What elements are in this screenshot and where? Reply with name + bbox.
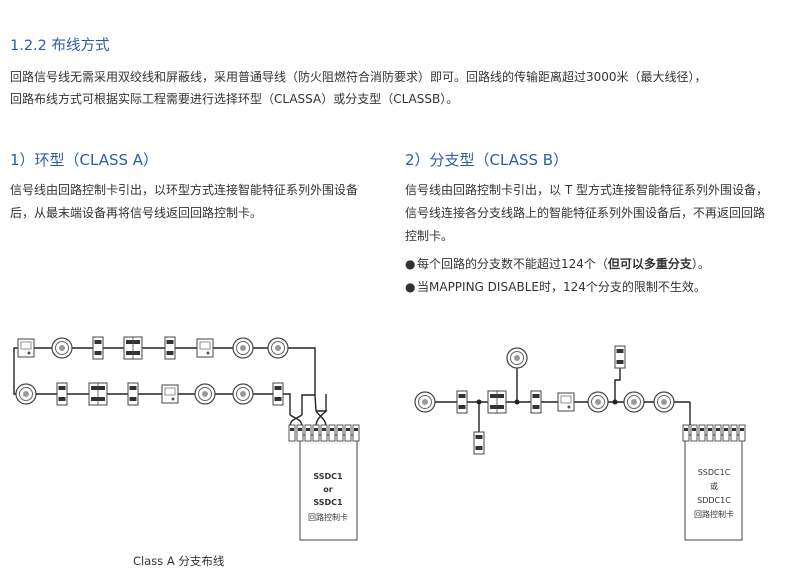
class-a-caption: Class A 分支布线: [133, 554, 225, 568]
junction-dot: [612, 399, 618, 405]
bullet-text-pre: 每个回路的分支数不能超过124个（: [417, 257, 608, 271]
terminal-icon: [738, 424, 746, 442]
loop-top-wire: [13, 347, 316, 415]
smoke-detector-icon: [194, 383, 216, 405]
bullet-dot-icon: ●: [405, 280, 416, 294]
class-b-description: 信号线由回路控制卡引出，以 T 型方式连接智能特征系列外围设备，信号线连接各分支…: [405, 183, 768, 243]
bullet-item: ● 每个回路的分支数不能超过124个（但可以多重分支）。: [405, 253, 785, 276]
io-module-icon: [530, 390, 542, 414]
controller-label-1: SSDC1C: [698, 468, 731, 477]
bullet-item: ● 当MAPPING DISABLE时，124个分支的限制不生效。: [405, 276, 785, 299]
io-module-icon: [456, 390, 468, 414]
terminal-icon: [730, 424, 738, 442]
controller-label-3: SSDC1: [313, 498, 343, 507]
controller-label-2: or: [323, 485, 332, 494]
io-module-icon: [127, 382, 139, 406]
loop-bottom-wire: [13, 365, 291, 415]
smoke-detector-icon: [506, 347, 528, 369]
class-a-loop-controller: SSDC1 or SSDC1 回路控制卡: [288, 424, 360, 541]
smoke-detector-icon: [653, 391, 675, 413]
class-a-description: 信号线由回路控制卡引出，以环型方式连接智能特征系列外围设备后，从最末端设备再将信…: [10, 183, 359, 220]
wiring-diagram: SSDC1 or SSDC1 回路控制卡: [13, 336, 746, 541]
smoke-detector-icon: [623, 391, 645, 413]
smoke-detector-icon: [15, 383, 37, 405]
dual-module-icon: [88, 382, 108, 406]
class-b-title: 2）分支型（CLASS B）: [405, 151, 569, 169]
bullet-text-post: ）。: [691, 257, 710, 271]
terminal-icon: [698, 424, 706, 442]
section-title: 1.2.2 布线方式: [10, 38, 110, 54]
terminal-icon: [312, 424, 320, 442]
manual-call-point-icon: [17, 338, 35, 358]
manual-call-point-icon: [161, 384, 179, 404]
terminal-icon: [320, 424, 328, 442]
intro-paragraph: 回路信号线无需采用双绞线和屏蔽线，采用普通导线（防火阻燃符合消防要求）即可。回路…: [10, 66, 780, 110]
class-b-loop-controller: SSDC1C 或 SDDC1C 回路控制卡: [682, 424, 746, 541]
io-module-icon: [473, 431, 485, 455]
bullet-text-bold: 但可以多重分支: [607, 257, 692, 271]
terminal-icon: [344, 424, 352, 442]
controller-label-1: SSDC1: [313, 472, 343, 481]
controller-label-2: 或: [710, 481, 718, 491]
terminal-icon: [690, 424, 698, 442]
controller-label-3: SDDC1C: [697, 496, 731, 505]
manual-call-point-icon: [557, 392, 575, 412]
class-b-bullets: ● 每个回路的分支数不能超过124个（但可以多重分支）。 ● 当MAPPING …: [405, 253, 785, 299]
controller-label-4: 回路控制卡: [694, 509, 734, 519]
terminal-icon: [682, 424, 690, 442]
io-module-icon: [92, 336, 104, 360]
terminal-icon: [288, 424, 296, 442]
smoke-detector-icon: [414, 391, 436, 413]
terminal-icon: [328, 424, 336, 442]
junction-dot: [476, 399, 482, 405]
smoke-detector-icon: [587, 391, 609, 413]
intro-line-2: 回路布线方式可根据实际工程需要进行选择环型（CLASSA）或分支型（CLASSB…: [10, 92, 459, 106]
class-b-devices: [414, 345, 675, 455]
terminal-icon: [304, 424, 312, 442]
intro-line-1: 回路信号线无需采用双绞线和屏蔽线，采用普通导线（防火阻燃符合消防要求）即可。回路…: [10, 70, 707, 84]
dual-module-icon: [123, 336, 143, 360]
terminal-icon: [296, 424, 304, 442]
terminal-icon: [714, 424, 722, 442]
terminal-icon: [336, 424, 344, 442]
dual-module-icon: [487, 390, 507, 414]
terminal-icon: [352, 424, 360, 442]
bullet-text: 当MAPPING DISABLE时，124个分支的限制不生效。: [417, 280, 706, 294]
terminal-icon: [706, 424, 714, 442]
controller-label-4: 回路控制卡: [308, 512, 348, 522]
smoke-detector-icon: [232, 337, 254, 359]
io-module-icon: [614, 345, 626, 369]
io-module-icon: [164, 336, 176, 360]
io-module-icon: [272, 382, 284, 406]
class-a-title: 1）环型（CLASS A）: [10, 151, 159, 169]
smoke-detector-icon: [267, 337, 289, 359]
bullet-dot-icon: ●: [405, 257, 416, 271]
junction-dot: [514, 399, 520, 405]
io-module-icon: [56, 382, 68, 406]
terminal-icon: [722, 424, 730, 442]
manual-call-point-icon: [196, 338, 214, 358]
smoke-detector-icon: [232, 383, 254, 405]
smoke-detector-icon: [51, 337, 73, 359]
